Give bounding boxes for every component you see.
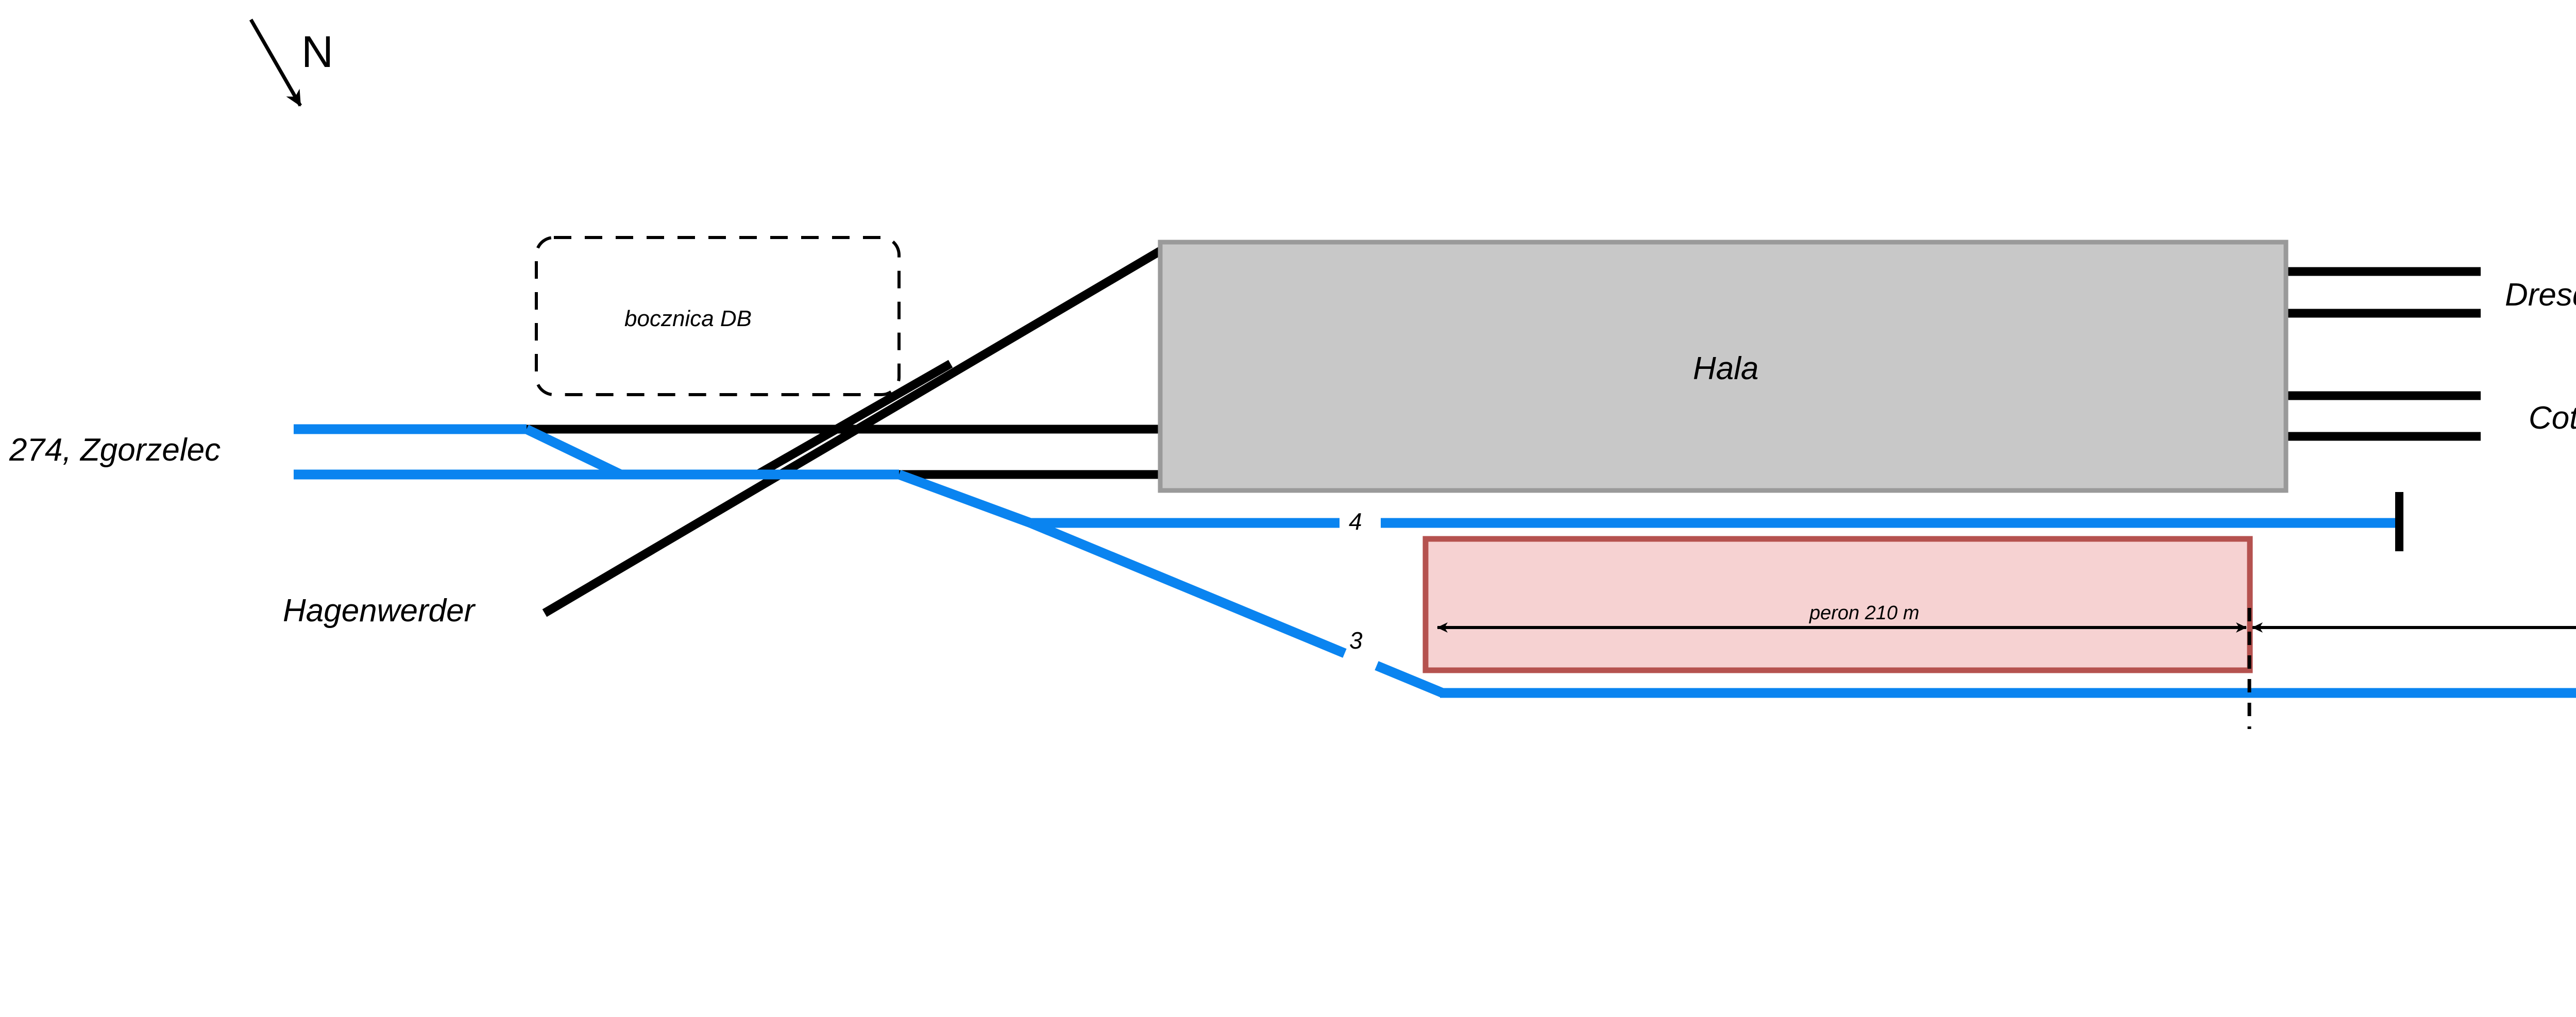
label-hala: Hala xyxy=(1693,351,1759,386)
label-hagenwerder: Hagenwerder xyxy=(283,593,475,629)
blue-track-3-diagonal-c xyxy=(1375,661,1445,698)
peron-platform xyxy=(1422,536,2253,673)
footer-note: Na podstawie: Genehmigungsplanung 1. Bau… xyxy=(2550,845,2576,972)
right-exit-tracks xyxy=(2286,267,2481,441)
blue-track-3-diagonal-b xyxy=(1028,518,1347,658)
non-electrified-tracks xyxy=(527,247,1163,617)
label-track-3: 3 xyxy=(1349,627,1363,654)
hala-building xyxy=(1158,240,2289,493)
blue-track-3-diagonal-a xyxy=(897,470,1032,528)
label-dresden-hbf: Dresden Hbf xyxy=(2505,277,2576,313)
compass-north-icon xyxy=(249,19,302,107)
label-track-4: 4 xyxy=(1349,508,1362,535)
label-peron-length: peron 210 m xyxy=(1809,602,1920,624)
compass-north-label: N xyxy=(301,27,334,77)
blue-track-crossover xyxy=(524,425,623,479)
black-track-crossover xyxy=(755,360,953,479)
footer-line-1: Na podstawie: xyxy=(2550,845,2576,865)
electrified-tracks xyxy=(294,424,2576,698)
bocznica-db-box xyxy=(535,236,901,396)
footer-line-2: Genehmigungsplanung xyxy=(2550,880,2576,901)
black-track-hagenwerder-diagonal xyxy=(542,247,1163,617)
label-cottbus: Cottbus xyxy=(2529,400,2576,436)
footer-line-4: DB Netz AG xyxy=(2550,952,2576,972)
buffer-stops xyxy=(2395,492,2403,551)
footer-line-3: 1. Baustufe DC-Teilelektrifizierung xyxy=(2550,916,2576,936)
label-bocznica-db: bocznica DB xyxy=(624,306,752,331)
label-274-zgorzelec: 274, Zgorzelec xyxy=(9,432,221,468)
